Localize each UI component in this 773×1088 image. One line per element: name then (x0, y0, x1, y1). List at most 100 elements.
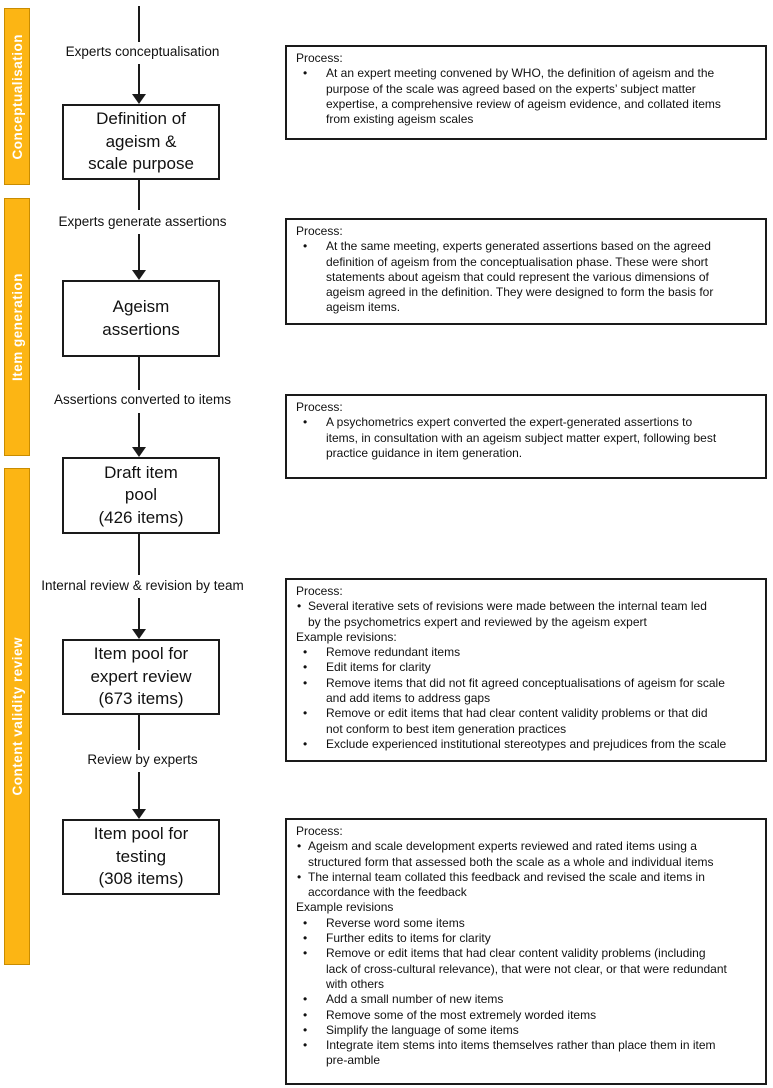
bullet-icon: • (303, 645, 308, 660)
process-line: • Further edits to items for clarity (292, 931, 757, 946)
process-line: •Remove some of the most extremely worde… (292, 1008, 757, 1023)
phase-bar-conceptualisation: Conceptualisation (4, 8, 30, 185)
bullet-icon: • (303, 1007, 308, 1022)
process-line: Process: (296, 51, 343, 65)
process-line-text: At the same meeting, experts generated a… (326, 239, 714, 315)
process-line: • Remove or edit items that had clear con… (292, 946, 757, 992)
process-line: • Several iterative sets of revisions wer… (292, 599, 757, 630)
process-line-text: Ageism and scale development experts rev… (308, 839, 714, 869)
arrow-label-experts-generate-assertions: Experts generate assertions (58, 214, 227, 229)
process-line: • Remove or edit items that had clear con… (292, 706, 757, 737)
process-line-text: Several iterative sets of revisions were… (308, 599, 707, 629)
flow-box-item-pool-testing: Item pool for testing (308 items) (62, 819, 220, 895)
bullet-icon: • (297, 839, 302, 854)
process-panel-item-conversion: Process:• A psychometrics expert converte… (285, 394, 767, 479)
process-line: • A psychometrics expert converted the ex… (292, 415, 757, 461)
bullet-icon: • (303, 915, 308, 930)
process-line: • At the same meeting, experts generated … (292, 239, 757, 315)
process-line-text: The internal team collated this feedback… (308, 869, 705, 900)
process-line: • Integrate item stems into items themsel… (292, 1038, 757, 1069)
process-line-text: At an expert meeting convened by WHO, th… (326, 66, 721, 127)
process-line-text: Further edits to items for clarity (326, 931, 491, 946)
process-line: Example revisions: (296, 629, 397, 644)
bullet-icon: • (303, 992, 308, 1007)
connector-line (138, 234, 140, 270)
arrowhead-down-icon (132, 94, 146, 104)
flow-box-text: Definition of ageism & scale purpose (88, 109, 194, 174)
process-line: Process: (296, 584, 343, 598)
phase-label-content-validity-review: Content validity review (9, 637, 25, 796)
process-line-text: Remove items that did not fit agreed con… (326, 675, 725, 706)
bullet-icon: • (303, 239, 308, 254)
flow-box-text: Item pool for testing (308 items) (93, 824, 189, 889)
bullet-icon: • (303, 931, 308, 946)
process-line: • Edit items for clarity (292, 660, 757, 675)
bullet-icon: • (303, 660, 308, 675)
process-line: Process: (296, 400, 343, 414)
process-line-text: Remove redundant items (326, 645, 461, 660)
bullet-icon: • (297, 869, 302, 884)
bullet-icon: • (303, 66, 308, 81)
process-line: • Remove items that did not fit agreed co… (292, 676, 757, 707)
process-line: •Simplify the language of some items (292, 1023, 757, 1038)
arrowhead-down-icon (132, 270, 146, 280)
arrowhead-down-icon (132, 629, 146, 639)
connector-line (138, 534, 140, 575)
process-line: • The internal team collated this feedbac… (292, 870, 757, 901)
flow-box-definition: Definition of ageism & scale purpose (62, 104, 220, 180)
process-line-text: A psychometrics expert converted the exp… (326, 415, 717, 460)
bullet-icon: • (297, 599, 302, 614)
process-line-text: Reverse word some items (326, 915, 465, 930)
phase-bar-item-generation: Item generation (4, 198, 30, 456)
process-line-text: Edit items for clarity (326, 660, 431, 675)
flow-box-ageism-assertions: Ageism assertions (62, 280, 220, 357)
phase-bar-content-validity-review: Content validity review (4, 468, 30, 965)
bullet-icon: • (303, 946, 308, 961)
bullet-icon: • (303, 675, 308, 690)
process-panel-assertions: Process:• At the same meeting, experts ge… (285, 218, 767, 325)
flow-box-draft-item-pool: Draft item pool (426 items) (62, 457, 220, 534)
process-line: • Add a small number of new items (292, 992, 757, 1007)
connector-line (138, 772, 140, 809)
connector-line (138, 64, 140, 94)
flow-box-text: Ageism assertions (102, 297, 180, 339)
flow-box-text: Draft item pool (426 items) (98, 462, 184, 527)
phase-label-item-generation: Item generation (9, 272, 25, 382)
bullet-icon: • (303, 706, 308, 721)
process-line: • At an expert meeting convened by WHO, t… (292, 66, 757, 127)
bullet-icon: • (303, 415, 308, 430)
process-line: • Exclude experienced institutional stere… (292, 737, 757, 752)
arrowhead-down-icon (132, 809, 146, 819)
process-line: Process: (296, 224, 343, 238)
process-line-text: Remove or edit items that had clear cont… (326, 946, 727, 991)
process-line-text: Remove or edit items that had clear cont… (326, 706, 708, 736)
process-line: Process: (296, 824, 343, 838)
connector-line (138, 715, 140, 750)
arrow-label-review-by-experts: Review by experts (87, 752, 198, 767)
bullet-icon: • (303, 1038, 308, 1053)
flow-box-item-pool-expert-review: Item pool for expert review (673 items) (62, 639, 220, 715)
process-panel-expert-review: Process:•Ageism and scale development ex… (285, 818, 767, 1085)
connector-line (138, 6, 140, 42)
process-panel-conceptualisation: Process:• At an expert meeting convened b… (285, 45, 767, 140)
process-line: Example revisions (296, 900, 394, 915)
connector-line (138, 413, 140, 447)
connector-line (138, 180, 140, 210)
connector-line (138, 598, 140, 629)
bullet-icon: • (303, 1022, 308, 1037)
process-line: • Ageism and scale development experts re… (292, 839, 757, 870)
connector-line (138, 357, 140, 390)
arrow-label-assertions-converted: Assertions converted to items (53, 392, 232, 407)
arrow-label-experts-conceptualisation: Experts conceptualisation (65, 44, 220, 59)
process-line-text: Add a small number of new items (326, 992, 504, 1007)
process-line-text: Integrate item stems into items themselv… (326, 1038, 716, 1068)
bullet-icon: • (303, 736, 308, 751)
arrow-label-internal-review: Internal review & revision by team (41, 578, 244, 593)
process-line: • Remove redundant items (292, 645, 757, 660)
process-line-text: Exclude experienced institutional stereo… (326, 736, 727, 751)
flow-box-text: Item pool for expert review (673 items) (90, 644, 192, 709)
process-panel-internal-review: Process:•Several iterative sets of revis… (285, 578, 767, 762)
arrowhead-down-icon (132, 447, 146, 457)
process-line: • Reverse word some items (292, 916, 757, 931)
